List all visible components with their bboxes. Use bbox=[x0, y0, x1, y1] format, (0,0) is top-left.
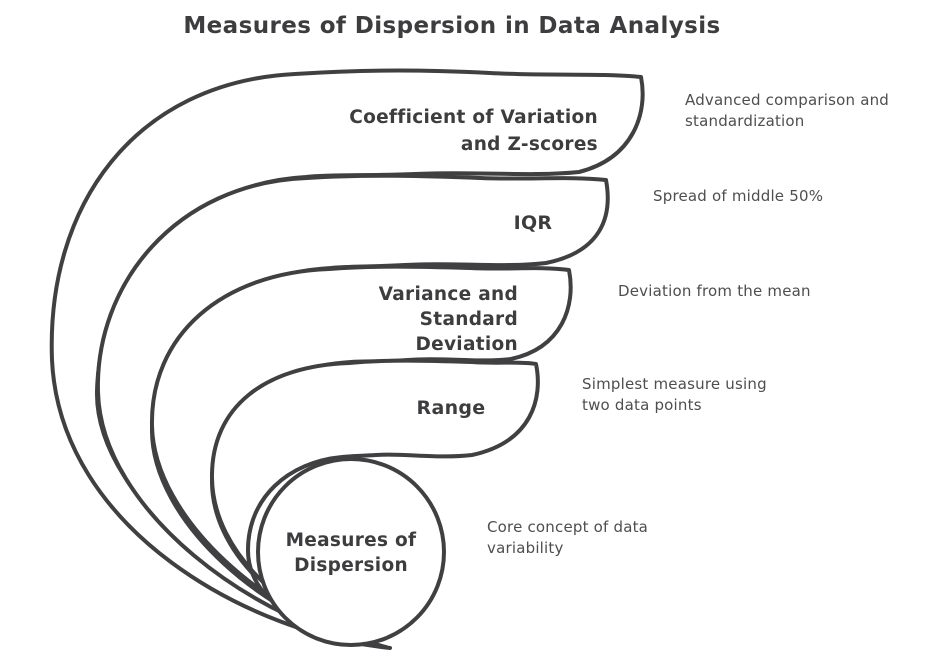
stage-description-line: variability bbox=[487, 539, 564, 557]
stage-label-line: Measures of bbox=[285, 530, 417, 551]
stage-label-range: Range bbox=[391, 396, 511, 420]
stage-label-line: Standard bbox=[419, 309, 518, 330]
stage-label-line: Dispersion bbox=[294, 555, 408, 576]
stage-label-coefficient-of-variation: Coefficient of Variation and Z-scores bbox=[298, 104, 598, 158]
stage-label-variance-standard-deviation: Variance and Standard Deviation bbox=[278, 282, 518, 357]
stage-description-iqr: Spread of middle 50% bbox=[653, 186, 883, 207]
stage-description-coefficient-of-variation: Advanced comparison and standardization bbox=[685, 90, 905, 132]
stage-description-line: Simplest measure using bbox=[582, 375, 767, 393]
stage-label-line: and Z-scores bbox=[460, 134, 598, 155]
stage-label-line: IQR bbox=[513, 212, 553, 234]
stage-description-line: Advanced comparison and bbox=[685, 91, 890, 109]
stage-label-line: Variance and bbox=[378, 284, 518, 305]
stage-description-line: standardization bbox=[685, 112, 805, 130]
stage-label-iqr: IQR bbox=[463, 211, 603, 235]
stage-shape-range bbox=[209, 358, 540, 647]
stage-description-line: Spread of middle 50% bbox=[653, 187, 824, 205]
stage-description-line: two data points bbox=[582, 396, 702, 414]
stage-label-measures-of-dispersion: Measures of Dispersion bbox=[256, 528, 446, 578]
stage-label-line: Coefficient of Variation bbox=[349, 107, 598, 128]
stage-description-measures-of-dispersion: Core concept of data variability bbox=[487, 517, 697, 559]
center-circle-shape bbox=[256, 457, 446, 647]
stage-description-line: Core concept of data bbox=[487, 518, 649, 536]
page-title: Measures of Dispersion in Data Analysis bbox=[183, 13, 721, 39]
stage-description-line: Deviation from the mean bbox=[618, 282, 811, 300]
stage-description-variance-standard-deviation: Deviation from the mean bbox=[618, 281, 858, 302]
stage-label-line: Range bbox=[416, 397, 486, 419]
stage-description-range: Simplest measure using two data points bbox=[582, 374, 792, 416]
stage-label-line: Deviation bbox=[415, 334, 518, 355]
